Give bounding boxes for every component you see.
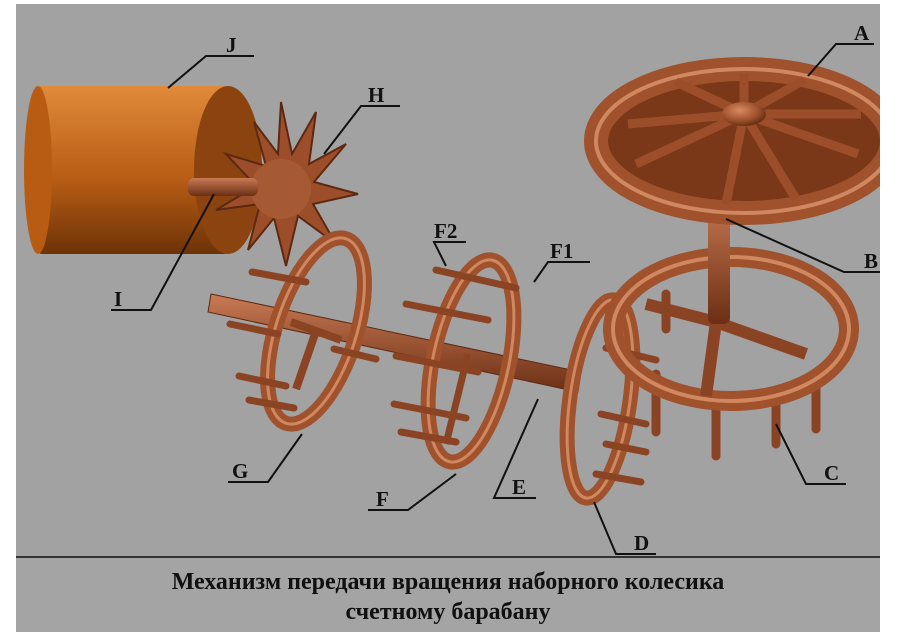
label-b: B — [864, 249, 878, 273]
wheel-f — [390, 252, 522, 470]
label-d: D — [634, 531, 649, 555]
label-a: A — [854, 21, 870, 45]
wheel-g — [226, 230, 380, 432]
drum-j — [24, 86, 262, 254]
label-f2: F2 — [434, 219, 457, 243]
caption: Механизм передачи вращения наборного кол… — [16, 556, 880, 632]
label-c: C — [824, 461, 839, 485]
label-g: G — [232, 459, 248, 483]
label-i: I — [114, 287, 122, 311]
diagram-frame: A B C D E F F1 F2 G H I J Механизм перед… — [16, 4, 880, 632]
label-h: H — [368, 83, 384, 107]
caption-line-2: счетному барабану — [345, 599, 551, 625]
label-e: E — [512, 475, 526, 499]
star-gear-h — [215, 101, 359, 267]
label-j: J — [226, 33, 237, 57]
vertical-shaft-b — [708, 194, 730, 324]
axle-i — [188, 178, 258, 196]
label-f: F — [376, 487, 389, 511]
setting-wheel-a — [584, 57, 880, 225]
label-f1: F1 — [550, 239, 573, 263]
mechanism-illustration: A B C D E F F1 F2 G H I J — [24, 21, 880, 555]
crown-wheel-c — [603, 247, 859, 461]
caption-line-1: Механизм передачи вращения наборного кол… — [171, 569, 725, 595]
leader-lines — [111, 43, 880, 555]
